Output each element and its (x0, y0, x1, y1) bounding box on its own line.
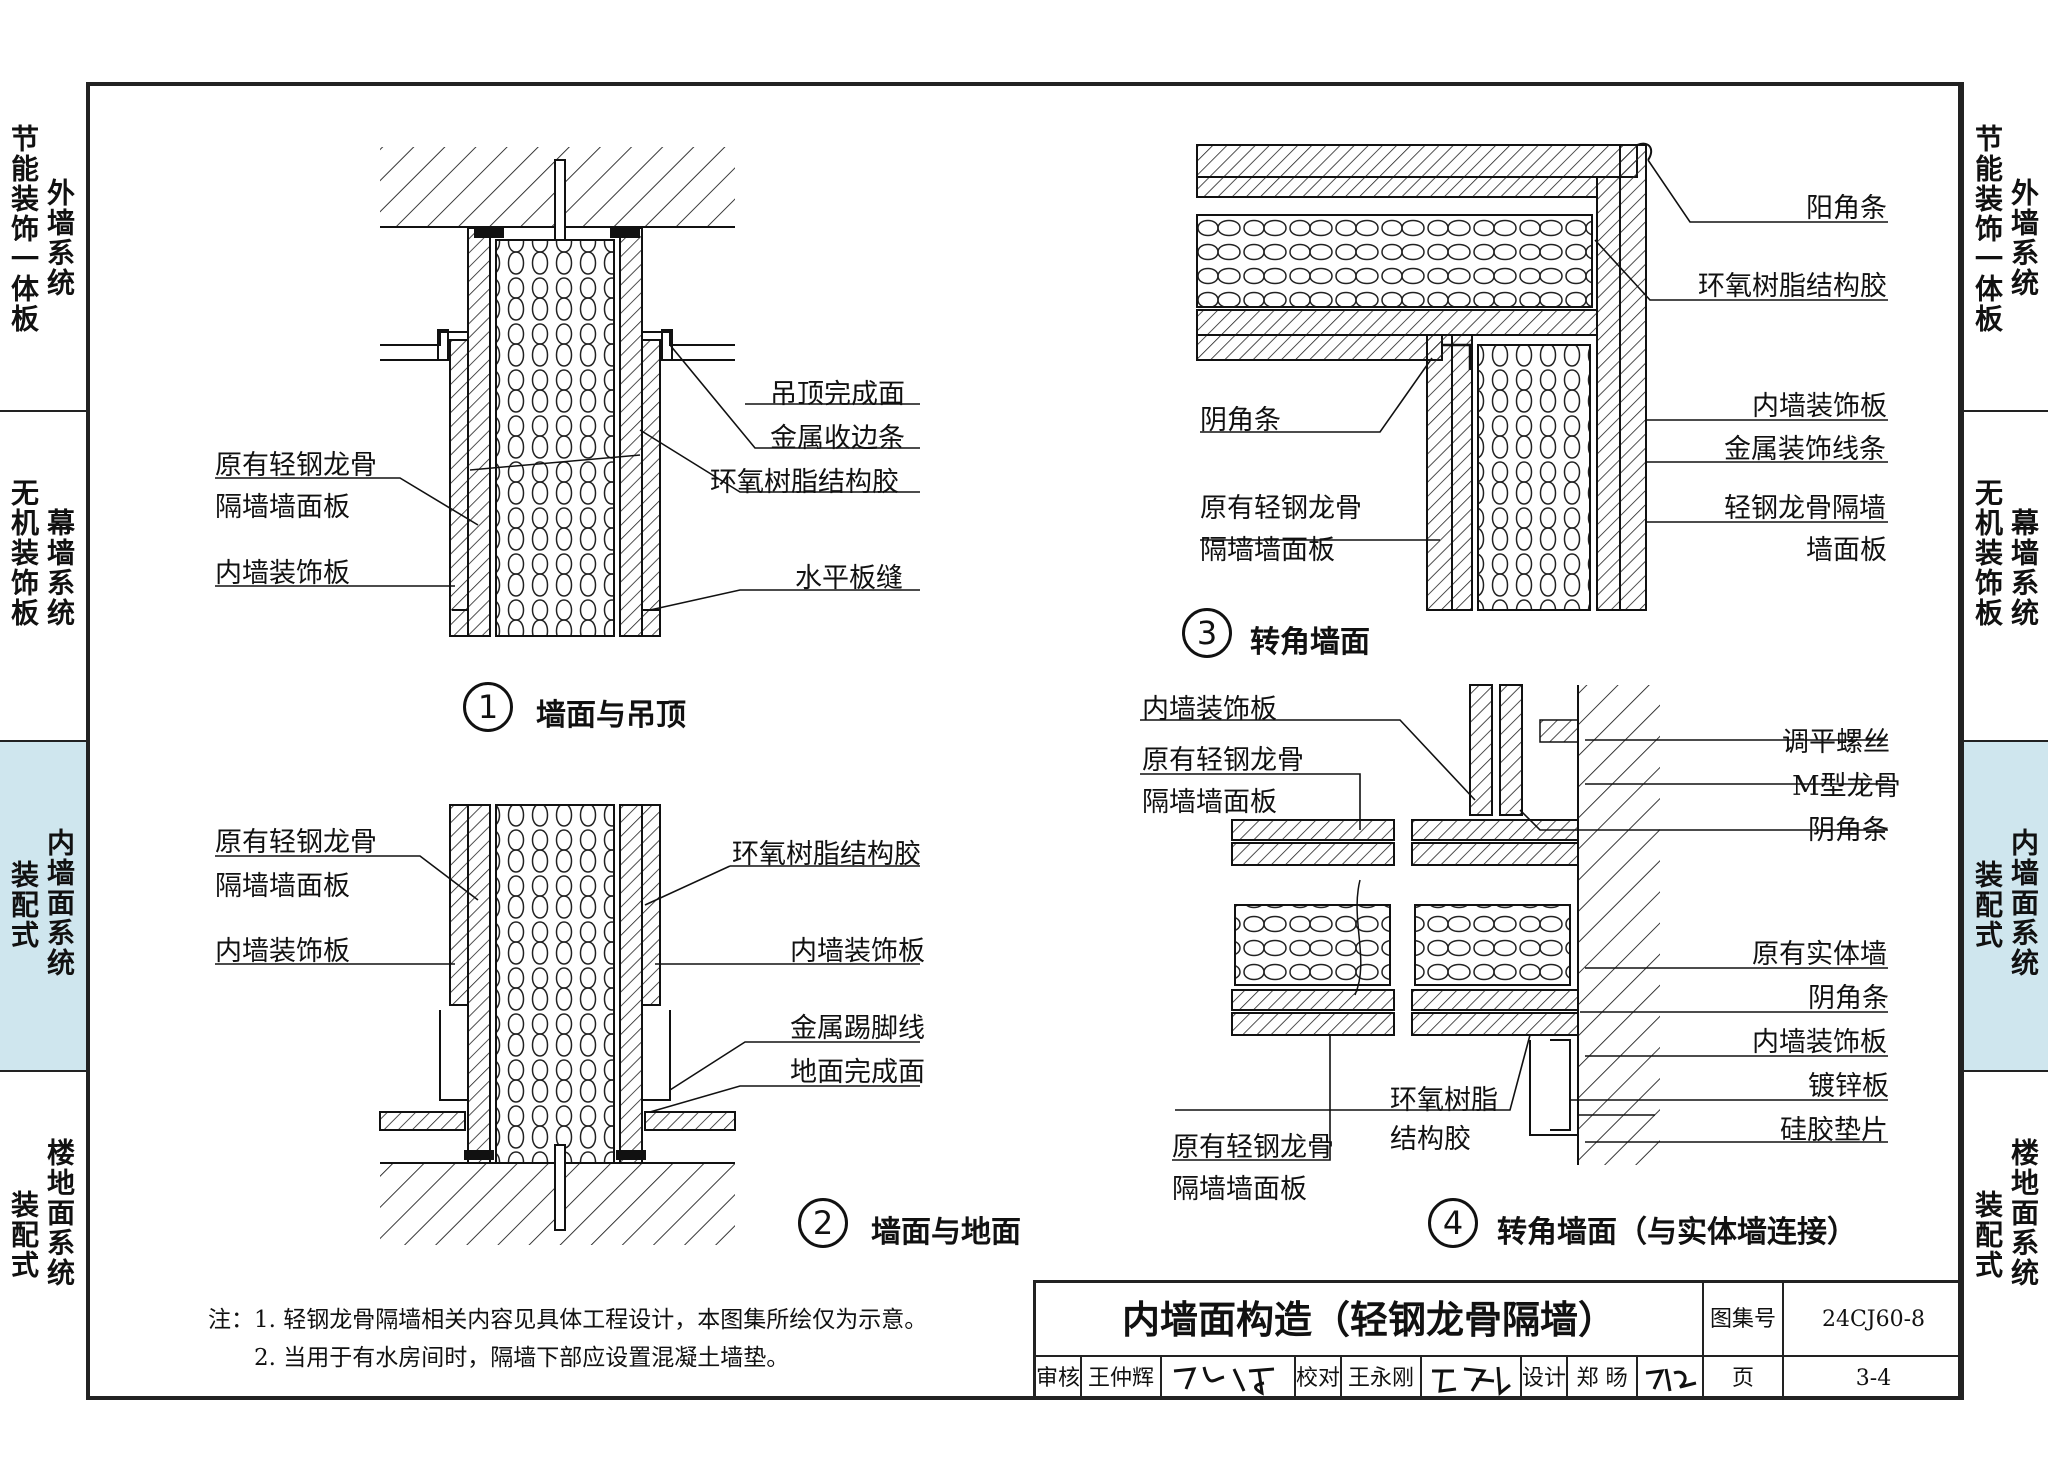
d4-label-stud-2: 原有轻钢龙骨 (1172, 1132, 1334, 1163)
d3-label-partition: 轻钢龙骨隔墙 (1724, 493, 1886, 524)
d2-label-panel: 隔墙墙面板 (215, 871, 350, 902)
drawing-frame (86, 82, 1962, 1400)
sidebar-tab-label-2: 幕墙系统 (43, 508, 76, 628)
checker-name: 王永刚 (1342, 1357, 1422, 1400)
left-sidebar: 节能装饰一体板 外墙系统 无机装饰板 幕墙系统 装配式 内墙面系统 装配式 楼地… (0, 82, 88, 1400)
review-label: 审核 (1036, 1357, 1082, 1400)
d4-label-leveling-screw: 调平螺丝 (1782, 727, 1890, 758)
sidebar-tab-floor[interactable]: 装配式 楼地面系统 (0, 1072, 86, 1400)
d2-label-decor-board: 内墙装饰板 (215, 936, 350, 967)
sidebar-tab-label-1: 节能装饰一体板 (1971, 124, 2004, 334)
note-2: 2. 当用于有水房间时，隔墙下部应设置混凝土墙垫。 (254, 1345, 790, 1371)
sidebar-tab-label-2: 外墙系统 (43, 178, 76, 298)
d1-label-panel: 隔墙墙面板 (215, 492, 350, 523)
atlas-number: 24CJ60-8 (1784, 1283, 1963, 1357)
d1-label-joint: 水平板缝 (795, 563, 903, 594)
d4-label-inner-corner-2: 阴角条 (1808, 983, 1889, 1014)
sidebar-tab-label-1: 节能装饰一体板 (7, 124, 40, 334)
d3-label-epoxy: 环氧树脂结构胶 (1698, 271, 1887, 302)
sidebar-tab-label-1: 装配式 (1971, 1190, 2004, 1280)
detail-2-number: 2 (798, 1198, 848, 1248)
sidebar-tab-label-1: 装配式 (1971, 860, 2004, 950)
sidebar-tab-label-2: 楼地面系统 (2007, 1138, 2040, 1288)
check-label: 校对 (1296, 1357, 1342, 1400)
page-label: 页 (1704, 1357, 1784, 1400)
sidebar-tab-interior[interactable]: 装配式 内墙面系统 (1964, 742, 2048, 1072)
d1-label-trim: 金属收边条 (770, 423, 905, 454)
sidebar-tab-curtain[interactable]: 无机装饰板 幕墙系统 (1964, 412, 2048, 742)
sidebar-tab-label-1: 装配式 (7, 1190, 40, 1280)
d3-label-panel: 隔墙墙面板 (1200, 535, 1335, 566)
sidebar-tab-label-2: 外墙系统 (2007, 178, 2040, 298)
sidebar-tab-label-2: 幕墙系统 (2007, 508, 2040, 628)
d3-label-stud: 原有轻钢龙骨 (1200, 493, 1362, 524)
d1-label-ceiling: 吊顶完成面 (770, 379, 905, 410)
detail-1-drawing (380, 147, 735, 637)
detail-4-drawing (1231, 684, 1660, 1165)
d4-label-stud: 原有轻钢龙骨 (1142, 745, 1304, 776)
atlas-label: 图集号 (1704, 1283, 1784, 1357)
sidebar-tab-interior[interactable]: 装配式 内墙面系统 (0, 742, 86, 1072)
page-number: 3-4 (1855, 1366, 1892, 1391)
detail-3-drawing (1196, 142, 1653, 611)
reviewer-signature (1162, 1357, 1296, 1400)
d4-label-epoxy-2: 结构胶 (1390, 1124, 1471, 1155)
d3-label-wall-panel: 墙面板 (1806, 535, 1887, 566)
d4-label-panel-2: 隔墙墙面板 (1172, 1174, 1307, 1205)
detail-2-title: 墙面与地面 (871, 1215, 1021, 1250)
title-block: 内墙面构造（轻钢龙骨隔墙） 图集号 24CJ60-8 审核 王仲辉 校对 王永刚… (1033, 1280, 1963, 1400)
d2-label-floor: 地面完成面 (790, 1057, 925, 1088)
sidebar-tab-label-2: 内墙面系统 (43, 828, 76, 978)
d2-label-stud: 原有轻钢龙骨 (215, 827, 377, 858)
d3-label-inner-corner: 阴角条 (1200, 405, 1281, 436)
note-1: 注：1. 轻钢龙骨隔墙相关内容见具体工程设计，本图集所绘仅为示意。 (208, 1307, 928, 1333)
d4-label-galvanized: 镀锌板 (1808, 1071, 1889, 1102)
d4-label-panel: 隔墙墙面板 (1142, 787, 1277, 818)
sidebar-tab-label-1: 无机装饰板 (1971, 478, 2004, 628)
d1-label-epoxy: 环氧树脂结构胶 (710, 467, 899, 498)
detail-1-title: 墙面与吊顶 (536, 698, 686, 733)
d3-label-decor-board: 内墙装饰板 (1752, 391, 1887, 422)
right-sidebar: 节能装饰一体板 外墙系统 无机装饰板 幕墙系统 装配式 内墙面系统 装配式 楼地… (1962, 82, 2048, 1400)
d2-label-skirting: 金属踢脚线 (790, 1013, 925, 1044)
sidebar-tab-exterior[interactable]: 节能装饰一体板 外墙系统 (0, 82, 86, 412)
d4-label-solid-wall: 原有实体墙 (1752, 939, 1887, 970)
sidebar-tab-floor[interactable]: 装配式 楼地面系统 (1964, 1072, 2048, 1400)
sidebar-tab-label-2: 内墙面系统 (2007, 828, 2040, 978)
design-label: 设计 (1522, 1357, 1568, 1400)
designer-signature (1638, 1357, 1704, 1400)
detail-3-number: 3 (1182, 608, 1232, 658)
d4-label-silicone-pad: 硅胶垫片 (1780, 1115, 1888, 1146)
sidebar-tab-label-1: 装配式 (7, 860, 40, 950)
d4-label-decor-board-r: 内墙装饰板 (1752, 1027, 1887, 1058)
d4-label-m-stud: M型龙骨 (1792, 771, 1901, 802)
drawing-title: 内墙面构造（轻钢龙骨隔墙） (1036, 1283, 1704, 1357)
d3-label-metal-strip: 金属装饰线条 (1724, 434, 1886, 465)
sidebar-tab-label-1: 无机装饰板 (7, 478, 40, 628)
d2-label-epoxy: 环氧树脂结构胶 (732, 839, 921, 870)
detail-2-drawing (379, 804, 736, 1245)
detail-4-number: 4 (1428, 1198, 1478, 1248)
reviewer-name: 王仲辉 (1082, 1357, 1162, 1400)
d4-label-inner-corner: 阴角条 (1808, 815, 1889, 846)
checker-signature (1422, 1357, 1522, 1400)
detail-3-title: 转角墙面 (1250, 625, 1370, 660)
detail-4-title: 转角墙面（与实体墙连接） (1497, 1215, 1857, 1250)
d4-label-decor-board: 内墙装饰板 (1142, 694, 1277, 725)
leader-lines (215, 159, 1888, 1161)
detail-1-number: 1 (463, 682, 513, 732)
d4-label-epoxy-1: 环氧树脂 (1390, 1085, 1498, 1116)
d1-label-stud: 原有轻钢龙骨 (215, 450, 377, 481)
sidebar-tab-exterior[interactable]: 节能装饰一体板 外墙系统 (1964, 82, 2048, 412)
designer-name: 郑 旸 (1568, 1357, 1638, 1400)
sidebar-tab-curtain[interactable]: 无机装饰板 幕墙系统 (0, 412, 86, 742)
d2-label-decor-board-r: 内墙装饰板 (790, 936, 925, 967)
d1-label-decor-board: 内墙装饰板 (215, 558, 350, 589)
sidebar-tab-label-2: 楼地面系统 (43, 1138, 76, 1288)
d3-label-outer-corner: 阳角条 (1806, 193, 1887, 224)
